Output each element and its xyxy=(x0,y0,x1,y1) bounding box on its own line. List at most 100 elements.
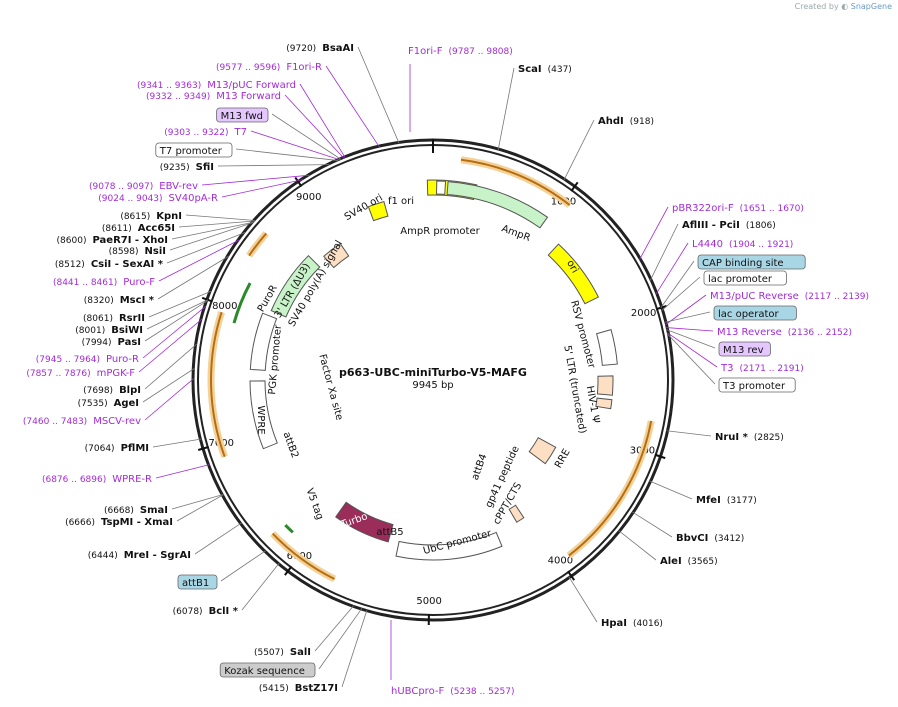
site-position: (1904 .. 1921) xyxy=(729,240,793,250)
site-position: (6666) xyxy=(65,518,95,528)
leader-line xyxy=(341,609,368,688)
enzyme-label: (7064)PflMI xyxy=(85,443,149,454)
snapgene-logo-icon: ◐ xyxy=(841,2,849,11)
site-name: T3 xyxy=(720,363,733,374)
feature-label: attB5 xyxy=(376,527,403,538)
ring-tick-label: 2000 xyxy=(631,308,656,319)
enzyme-label: (8598)NsiI xyxy=(109,246,166,257)
site-position: (6876 .. 6896) xyxy=(42,475,106,485)
site-position: (7945 .. 7964) xyxy=(36,355,100,365)
feature-tag: M13 rev xyxy=(723,345,764,356)
feature-tag-box xyxy=(216,107,269,123)
site-name: pBR322ori-F xyxy=(672,203,734,214)
enzyme-label: (8615)KpnI xyxy=(120,211,182,222)
site-name: SmaI xyxy=(140,505,168,516)
leader-line xyxy=(152,438,202,448)
feature-miniturbo xyxy=(335,501,394,543)
site-name: NsiI xyxy=(145,246,166,257)
site-name: BlpI xyxy=(119,385,141,396)
leader-line xyxy=(166,232,246,264)
enzyme-label: AhdI (918) xyxy=(598,116,654,127)
leader-line xyxy=(563,119,595,181)
site-name: AleI xyxy=(660,556,682,567)
site-name: PaeR7I - XhoI xyxy=(92,235,168,246)
orf-arc xyxy=(460,158,571,206)
feature-sv40-ori xyxy=(367,201,389,222)
site-position: (1651 .. 1670) xyxy=(740,204,804,214)
enzyme-label: (6078)BclI * xyxy=(173,606,239,617)
feature-tag-box xyxy=(713,305,797,321)
site-name: mPGK-F xyxy=(97,368,136,379)
ring-tick-label: 8000 xyxy=(212,301,237,312)
ring-tick xyxy=(567,570,576,581)
site-position: (7460 .. 7483) xyxy=(23,417,87,427)
feature-pgk-promoter xyxy=(249,312,278,371)
site-position: (9024 .. 9043) xyxy=(98,194,162,204)
primer-label: (9577 .. 9596)F1ori-R xyxy=(216,62,322,73)
feature-tag: M13 fwd xyxy=(221,111,263,122)
enzyme-label: MfeI (3177) xyxy=(696,495,757,506)
site-name: T7 xyxy=(234,127,247,138)
site-name: M13 Forward xyxy=(216,91,281,102)
site-position: (8320) xyxy=(84,296,114,306)
feature-tag-box xyxy=(697,254,806,270)
feature-puror xyxy=(270,254,321,318)
leader-line xyxy=(250,130,341,161)
primer-label: (9024 .. 9043)SV40pA-R xyxy=(98,193,218,204)
enzyme-label: (6444)MreI - SgrAI xyxy=(88,550,191,561)
orf-arc-green xyxy=(284,523,294,534)
site-name: M13 Reverse xyxy=(717,327,782,338)
site-position: (5238 .. 5257) xyxy=(450,687,514,697)
site-name: AflIII - PciI xyxy=(682,220,740,231)
orf-arc xyxy=(568,420,653,557)
primer-label: (7857 .. 7876)mPGK-F xyxy=(26,368,135,379)
leader-line xyxy=(284,94,345,159)
site-position: (1806) xyxy=(746,221,776,231)
feature-rre xyxy=(528,437,557,465)
leader-line xyxy=(325,65,380,148)
site-name: AhdI xyxy=(598,116,624,127)
ring-tick-label: 9000 xyxy=(296,192,321,203)
leader-line xyxy=(632,511,673,538)
primer-label: (8441 .. 8461)Puro-F xyxy=(53,277,155,288)
enzyme-label: (5415)BstZ17I xyxy=(259,683,338,694)
leader-line xyxy=(661,276,701,311)
leader-line xyxy=(171,494,224,510)
site-position: (9577 .. 9596) xyxy=(216,63,280,73)
leader-line xyxy=(271,113,342,160)
enzyme-label: HpaI(4016) xyxy=(601,618,663,629)
primer-label: (9341 .. 9363)M13/pUC Forward xyxy=(137,80,296,91)
feature-tag-box xyxy=(177,574,218,590)
credit-brand: SnapGene xyxy=(850,2,892,11)
site-name: Puro-R xyxy=(106,354,139,365)
leader-line xyxy=(660,260,695,308)
leader-line xyxy=(618,530,657,561)
site-position: (8441 .. 8461) xyxy=(53,278,117,288)
site-position: (9332 .. 9349) xyxy=(146,92,210,102)
leader-line xyxy=(217,164,330,167)
feature-ori xyxy=(547,243,600,305)
orf-arc xyxy=(210,311,226,458)
site-name: EBV-rev xyxy=(159,181,198,192)
leader-line xyxy=(201,174,310,186)
leader-line xyxy=(144,377,195,421)
site-name: MfeI xyxy=(696,495,721,506)
leader-line xyxy=(144,300,208,342)
ring-tick xyxy=(197,445,210,451)
site-position: (7064) xyxy=(85,444,115,454)
leader-line xyxy=(568,576,598,623)
leader-line xyxy=(357,46,400,144)
leader-line xyxy=(194,522,242,555)
site-position: (6078) xyxy=(173,607,203,617)
site-position: (5415) xyxy=(259,684,289,694)
site-position: (9787 .. 9808) xyxy=(448,47,512,57)
site-position: (3177) xyxy=(727,496,757,506)
feature-tag: T3 promoter xyxy=(722,381,786,392)
site-position: (7535) xyxy=(78,399,108,409)
leader-line xyxy=(666,430,712,437)
site-position: (918) xyxy=(630,117,654,127)
primer-label: M13/pUC Reverse(2117 .. 2139) xyxy=(710,291,869,302)
enzyme-label: (5507)SalI xyxy=(254,647,311,658)
primer-label: T3(2171 .. 2191) xyxy=(720,363,804,374)
enzyme-label: (8611)Acc65I xyxy=(102,223,175,234)
